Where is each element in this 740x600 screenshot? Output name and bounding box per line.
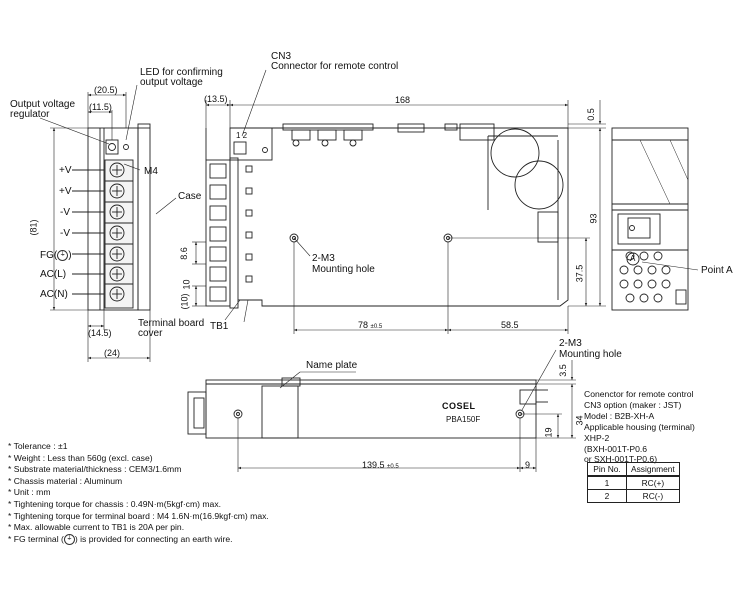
left-side-view: [39, 84, 177, 362]
dim-58-5: 58.5: [501, 320, 519, 330]
dim-168: 168: [395, 95, 411, 105]
front-view: [187, 349, 576, 472]
dim-3-5: 3.5: [557, 364, 568, 377]
terminal-label-fg: FG(⏚): [40, 250, 72, 262]
dim-78: 78 ±0.5: [358, 320, 383, 331]
dim-20-5: (20.5): [94, 85, 118, 95]
dim-37-5: 37.5: [574, 264, 585, 283]
dim-10-ref: (10): [179, 293, 190, 310]
mount-bottom-label-2: Mounting hole: [559, 349, 622, 360]
dim-13-5: (13.5): [204, 94, 228, 104]
note-line: * Unit : mm: [8, 487, 51, 498]
dim-139-5: 139.5 ±0.5: [362, 460, 399, 471]
m4-label: M4: [144, 166, 158, 177]
note-line: * Tightening torque for terminal board :…: [8, 510, 269, 521]
table-row: 2 RC(-): [587, 489, 680, 503]
table-cell: RC(-): [626, 489, 680, 503]
dim-0-5: 0.5: [585, 108, 596, 121]
note-line: * Tolerance : ±1: [8, 441, 68, 451]
earth-icon: ⏚: [63, 533, 75, 545]
terminal-cover-label-2: cover: [138, 328, 163, 339]
cn3-title: CN3: [271, 51, 292, 62]
dim-24: (24): [104, 348, 121, 358]
connector-info-line: XHP-2: [584, 432, 610, 443]
led-label-2: output voltage: [140, 77, 203, 88]
led-label-1: LED for confirming: [140, 67, 223, 78]
name-plate-label: Name plate: [306, 360, 358, 371]
connector-info-line: CN3 option (maker : JST): [584, 399, 682, 410]
note-line: * Chassis material : Aluminum: [8, 475, 123, 486]
mount-top-label-1: 2-M3: [312, 253, 335, 264]
cn3-pins: 1 2: [236, 131, 248, 140]
table-header-row: Pin No. Assignment: [587, 462, 680, 477]
terminal-label-vminus-2: -V: [60, 228, 70, 239]
table-cell: 1: [587, 475, 627, 490]
earth-icon: ⏚: [57, 250, 69, 261]
terminal-label-vplus-1: +V: [59, 165, 72, 176]
pin-assignment-table: Pin No. Assignment 1 RC(+) 2 RC(-): [587, 462, 680, 503]
table-header-cell: Pin No.: [587, 462, 627, 477]
case-label: Case: [178, 191, 202, 202]
connector-info-line: (BXH-001T-P0.6: [584, 443, 648, 454]
terminal-label-acn: AC(N): [40, 289, 68, 300]
dim-11-5: (11.5): [89, 102, 112, 112]
dim-81: (81): [28, 219, 39, 236]
brand-logo: COSEL: [442, 401, 476, 411]
table-header-cell: Assignment: [626, 462, 680, 477]
note-fg-line: * FG terminal (⏚) is provided for connec…: [8, 533, 233, 545]
dim-8-6: 8.6: [178, 247, 189, 260]
cn3-description: Connector for remote control: [271, 61, 399, 72]
connector-info-line: Applicable housing (terminal): [584, 421, 695, 432]
regulator-label-2: regulator: [10, 109, 50, 120]
regulator-label-1: Output voltage: [10, 99, 76, 110]
end-view: [611, 127, 699, 311]
table-cell: RC(+): [626, 475, 680, 490]
dim-14-5: (14.5): [88, 328, 112, 338]
point-a-marker: A: [630, 254, 636, 263]
terminal-cover-label-1: Terminal board: [138, 318, 205, 329]
note-line: * Weight : Less than 560g (excl. case): [8, 452, 153, 463]
table-row: 1 RC(+): [587, 475, 680, 490]
mount-bottom-label-1: 2-M3: [559, 338, 582, 349]
dim-9: 9: [525, 460, 531, 470]
dim-19: 19: [543, 427, 554, 438]
dim-10: 10: [181, 279, 192, 290]
point-a-label: Point A: [701, 265, 733, 276]
table-cell: 2: [587, 489, 627, 503]
mount-top-label-2: Mounting hole: [312, 264, 375, 275]
note-line: * Substrate material/thickness : CEM3/1.…: [8, 464, 182, 475]
tb1-label: TB1: [210, 321, 229, 332]
note-line: * Tightening torque for chassis : 0.49N·…: [8, 498, 222, 509]
note-line: * Max. allowable current to TB1 is 20A p…: [8, 522, 185, 533]
top-view: [192, 69, 606, 334]
dim-93: 93: [588, 213, 599, 224]
connector-info-title: Conenctor for remote control: [584, 389, 694, 399]
connector-info: Conenctor for remote control CN3 option …: [584, 389, 695, 465]
terminal-label-vminus-1: -V: [60, 207, 70, 218]
terminal-label-acl: AC(L): [40, 269, 67, 280]
notes-list: * Tolerance : ±1 * Weight : Less than 56…: [8, 441, 269, 545]
terminal-label-vplus-2: +V: [59, 186, 72, 197]
connector-info-line: or SXH-001T-P0.6): [584, 454, 658, 465]
terminal-screws: [109, 162, 125, 302]
connector-info-line: Model : B2B-XH-A: [584, 410, 655, 421]
model-label: PBA150F: [446, 415, 481, 424]
